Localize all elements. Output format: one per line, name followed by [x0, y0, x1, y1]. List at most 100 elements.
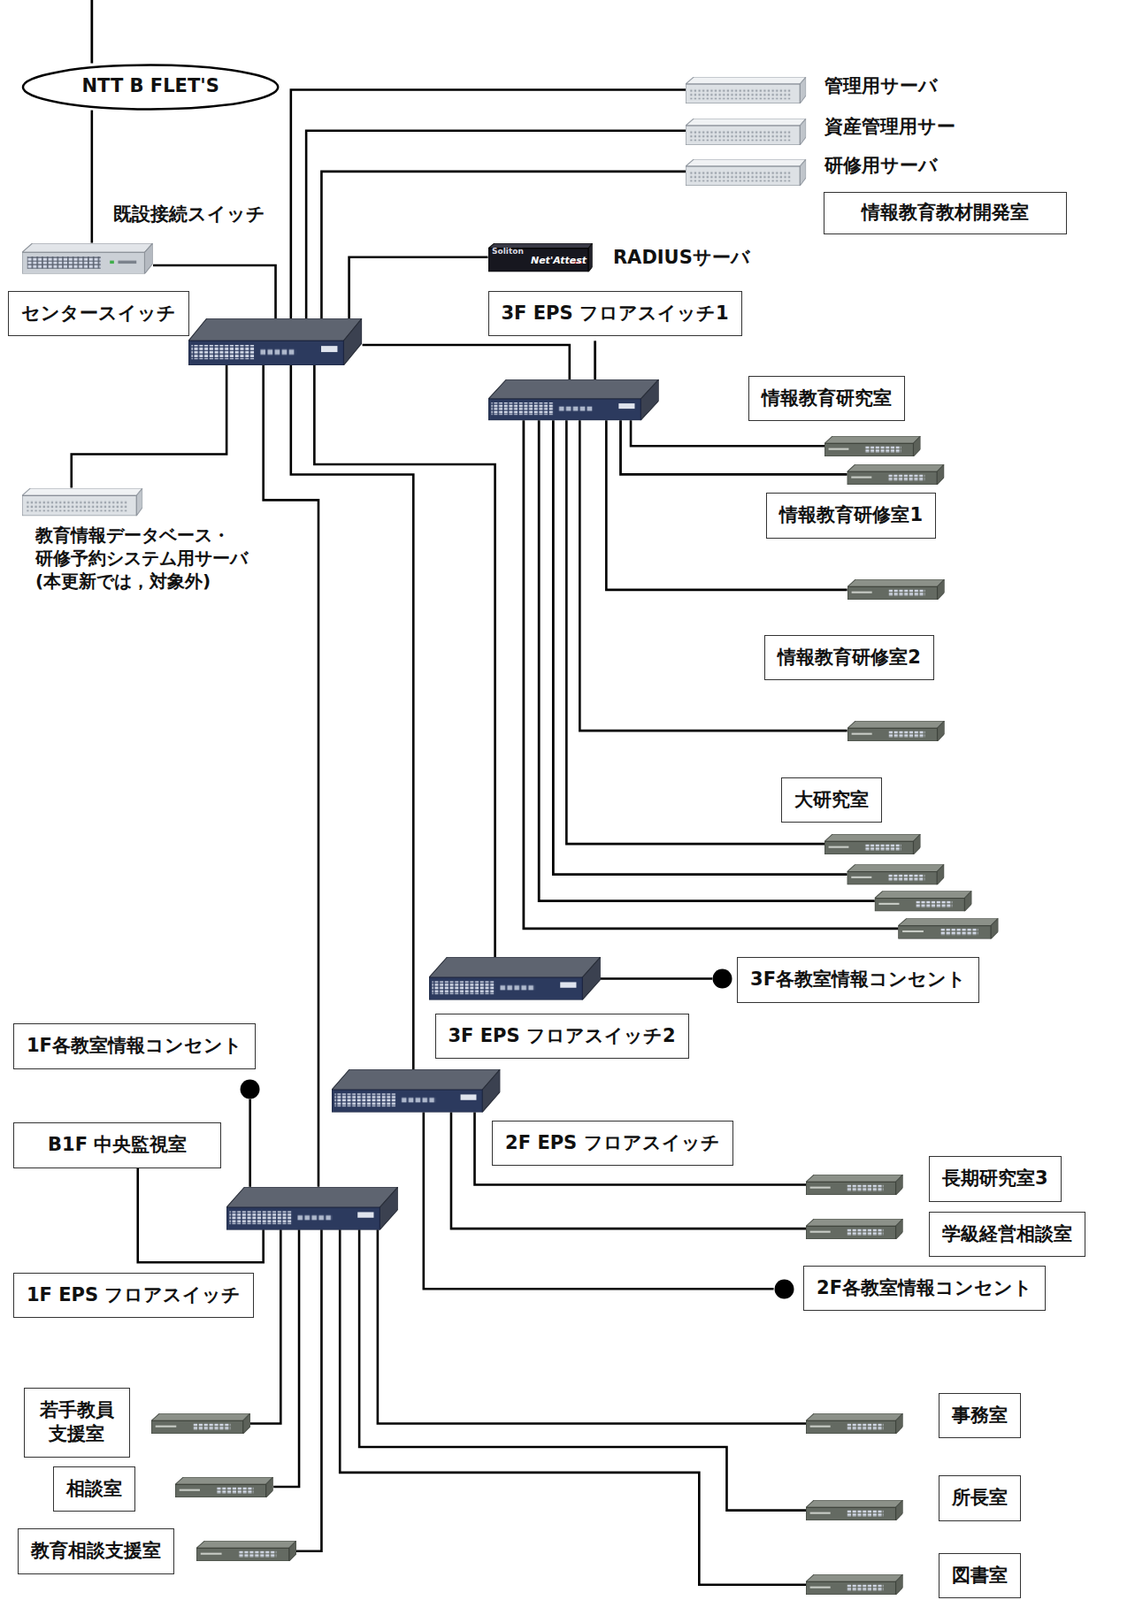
network-cable	[296, 1229, 323, 1551]
node-text: 3F各教室情報コンセント	[750, 967, 967, 992]
room-label: 情報教育研修室2	[764, 635, 935, 681]
outlet-dot-icon	[774, 1279, 795, 1300]
hub-switch-icon	[805, 1413, 904, 1435]
node-text: 情報教育教材開発室	[861, 200, 1029, 225]
hub-switch-icon	[805, 1174, 904, 1196]
node-text: 大研究室	[794, 788, 869, 813]
device-logo: Soliton	[491, 246, 524, 256]
node-text: 図書室	[951, 1564, 1008, 1588]
hub-switch-icon	[847, 579, 945, 600]
node-text: 2F各教室情報コンセント	[816, 1276, 1033, 1301]
room-label: 大研究室	[781, 777, 882, 823]
hub-switch: 所長室	[805, 1500, 904, 1521]
node-text: RADIUSサーバ	[613, 245, 751, 270]
hub-switch-icon	[805, 1219, 904, 1240]
network-cable	[362, 345, 570, 380]
network-cable	[273, 1229, 300, 1488]
room-label: 事務室	[938, 1393, 1021, 1439]
hub-switch: 相談室	[175, 1477, 274, 1498]
node-text: 教育情報データベース・ 研修予約システム用サーバ	[35, 523, 255, 570]
network-cable	[314, 365, 495, 958]
network-cable	[339, 1229, 806, 1586]
hub-switch: 大研究室	[824, 834, 921, 855]
device-label: RADIUSサーバ	[610, 245, 753, 271]
node-text: 3F EPS フロアスイッチ1	[501, 301, 729, 326]
hub-switch-icon	[824, 436, 921, 457]
network-cable	[91, 110, 94, 244]
device-label: 研修用サーバ	[821, 153, 941, 179]
node-text: センタースイッチ	[21, 301, 177, 326]
device-label: 資産管理用サー	[821, 114, 959, 140]
node-text: (本更新では，対象外)	[35, 569, 255, 593]
node-text: 研修用サーバ	[824, 153, 938, 178]
server: 教育情報データベース・ 研修予約システム用サーバ(本更新では，対象外)	[22, 488, 143, 516]
room-label: 3F EPS フロアスイッチ2	[435, 1013, 690, 1059]
access-switch: 既設接続スイッチ	[22, 243, 154, 275]
hub-switch-icon	[805, 1500, 904, 1521]
outlet-dot: 2F各教室情報コンセント	[774, 1279, 795, 1300]
server: 管理用サーバ	[685, 76, 806, 104]
hub-switch-icon	[847, 720, 945, 742]
server-icon	[685, 159, 806, 186]
floor-switch-icon	[429, 957, 601, 1000]
hub-switch-icon	[175, 1477, 274, 1498]
room-label: 3F EPS フロアスイッチ1	[488, 291, 743, 337]
hub-switch: 情報教育研修室2	[847, 720, 945, 742]
network-cable	[349, 257, 489, 319]
server-icon	[22, 488, 143, 516]
floor-switch: センタースイッチ	[188, 318, 362, 366]
server: 研修用サーバ	[685, 159, 806, 186]
outlet-dot-icon	[712, 968, 733, 990]
room-label: 教育相談支援室	[17, 1528, 175, 1574]
network-cable	[248, 1099, 252, 1188]
node-text: 若手教員 支援室	[37, 1398, 117, 1448]
hub-switch: 情報教育研修室1	[847, 579, 945, 600]
node-text: 事務室	[951, 1403, 1008, 1428]
hub-switch-icon	[196, 1541, 297, 1562]
node-text: 教育相談支援室	[30, 1539, 162, 1564]
floor-switch-icon	[488, 379, 660, 421]
hub-switch: 事務室	[805, 1413, 904, 1435]
room-label: センタースイッチ	[7, 291, 190, 337]
room-label: 情報教育研修室1	[766, 492, 936, 538]
node-text: 情報教育研修室2	[777, 645, 921, 670]
node-text: 1F EPS フロアスイッチ	[26, 1283, 241, 1308]
room-label: 長期研究室3	[928, 1156, 1062, 1202]
device-label: 既設接続スイッチ	[110, 201, 269, 228]
room-box: 情報教育教材開発室	[823, 191, 1067, 235]
device-label: 管理用サーバ	[821, 73, 941, 100]
room-label: 学級経営相談室	[928, 1211, 1086, 1258]
floor-switch-icon	[331, 1069, 500, 1112]
hub-switch	[897, 918, 998, 939]
room-label: 1F各教室情報コンセント	[13, 1023, 256, 1069]
hub-switch-icon	[151, 1413, 251, 1435]
uplink-line	[90, 0, 93, 64]
hub-switch	[847, 864, 945, 885]
network-cable	[630, 420, 825, 446]
node-text: 長期研究室3	[942, 1166, 1049, 1191]
server-icon	[685, 76, 806, 104]
network-cable	[291, 365, 414, 1070]
hub-switch	[847, 464, 945, 485]
node-text: 既設接続スイッチ	[113, 202, 266, 227]
room-label: 3F各教室情報コンセント	[736, 957, 980, 1003]
outlet-dot: 1F各教室情報コンセント	[239, 1079, 261, 1100]
node-text: 所長室	[951, 1486, 1008, 1511]
network-cable	[475, 1112, 807, 1186]
floor-switch: 3F EPS フロアスイッチ2	[429, 957, 601, 1000]
node-text: 相談室	[66, 1477, 123, 1502]
hub-switch-icon	[805, 1574, 904, 1596]
server-icon	[685, 118, 806, 146]
room-box: B1F 中央監視室	[13, 1122, 222, 1169]
room-label: 情報教育研究室	[748, 375, 905, 422]
device-label: 教育情報データベース・ 研修予約システム用サーバ(本更新では，対象外)	[32, 522, 258, 594]
floor-switch: 3F EPS フロアスイッチ1	[488, 379, 660, 421]
node-text: 2F EPS フロアスイッチ	[505, 1131, 720, 1156]
hub-wire	[620, 420, 847, 475]
room-label: 1F EPS フロアスイッチ	[13, 1273, 254, 1319]
floor-switch-icon	[226, 1187, 399, 1230]
hub-switch	[874, 890, 973, 912]
network-cable	[579, 420, 847, 731]
room-label: 所長室	[938, 1475, 1021, 1521]
hub-switch: 教育相談支援室	[196, 1541, 297, 1562]
